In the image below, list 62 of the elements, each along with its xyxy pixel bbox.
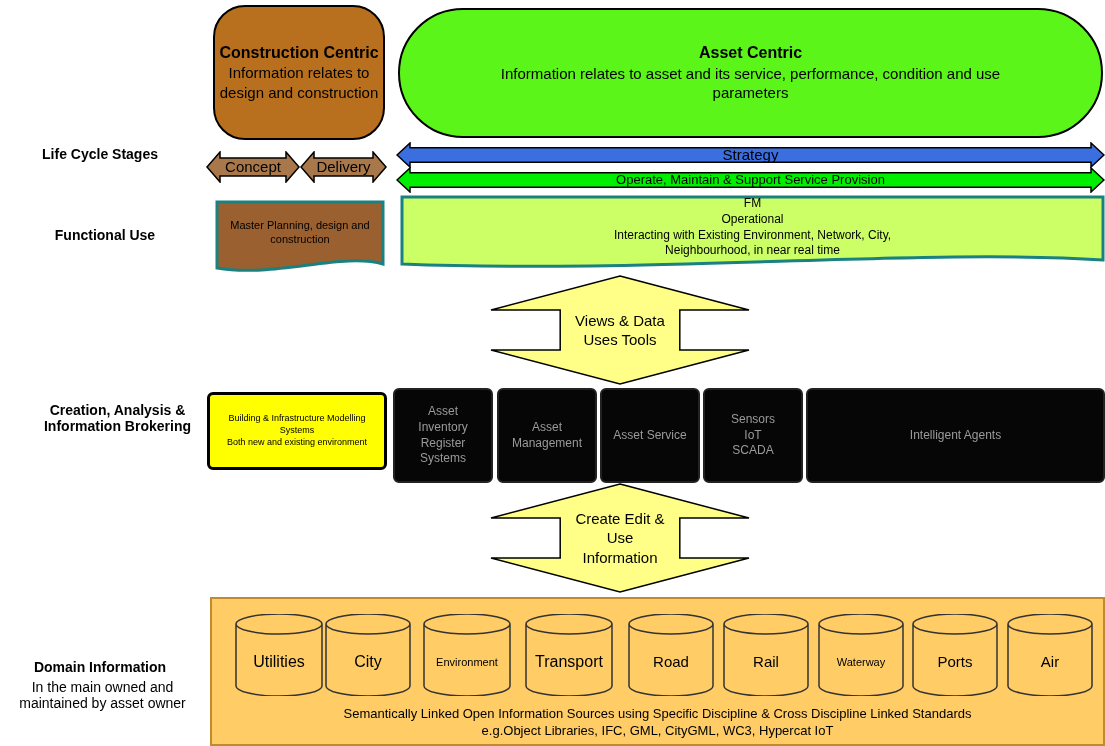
stage-banner [206, 151, 300, 183]
system-box [600, 388, 700, 483]
node-text: Sensors IoT SCADA [730, 412, 776, 459]
node-text: Interacting with Existing Environment, Network, City, Neighbourhood, in near real time [612, 227, 893, 259]
system-box [703, 388, 803, 483]
system-box [393, 388, 493, 483]
node-text: Environment [436, 654, 498, 670]
node-text: Intelligent Agents [909, 427, 1002, 444]
stage-banner [396, 167, 1105, 193]
node-text: Concept [225, 157, 281, 177]
row-label: Life Cycle Stages [41, 146, 159, 162]
cylinder [912, 614, 998, 696]
node-text: Air [1040, 652, 1060, 672]
node-text: Ports [937, 652, 973, 672]
node-text: Asset Inventory Register Systems [417, 404, 469, 467]
heading-text: Asset Centric [698, 43, 803, 64]
node-text: Utilities [253, 651, 305, 672]
node-text: Information relates to design and construction [218, 63, 380, 103]
node-text: Views & Data Uses Tools [575, 310, 665, 350]
node-text: Master Planning, design and construction [229, 217, 371, 247]
node-text: Waterway [836, 654, 886, 670]
node-text: FM [743, 196, 762, 212]
stage-banner [300, 151, 387, 183]
node-text: Building & Infrastructure Modelling Systems [227, 413, 367, 437]
node-text: Delivery [316, 157, 371, 177]
node-text: Transport [535, 651, 603, 672]
node-text: Operate, Maintain & Support Service Provision [616, 171, 885, 189]
cylinder [1007, 614, 1093, 696]
node-text: Semantically Linked Open Information Sources using Specific Discipline & Cross Discipline Linked Standards [343, 706, 972, 724]
cylinder [723, 614, 809, 696]
node-text: Information relates to asset and its service, performance, condition and use parameters [499, 63, 1002, 103]
system-box [207, 392, 387, 470]
cylinder [818, 614, 904, 696]
row-label: Creation, Analysis & Information Brokering [43, 402, 192, 434]
cylinder [525, 614, 613, 696]
node-text: Operational [721, 211, 784, 228]
row-label: Functional Use [53, 227, 157, 243]
node-text: Strategy [722, 145, 779, 165]
node-text: Road [653, 652, 689, 672]
row-label: In the main owned and maintained by asset owner [18, 679, 187, 711]
arrow-shaped-banner [490, 275, 750, 385]
node-text: e.g.Object Libraries, IFC, GML, CityGML, WC3, Hypercat IoT [481, 723, 834, 740]
cylinder [628, 614, 714, 696]
document-shape [400, 195, 1105, 270]
heading-text: Construction Centric [219, 42, 379, 63]
node-text: Rail [753, 652, 779, 672]
row-label: Domain Information [32, 659, 168, 675]
cylinder [423, 614, 511, 696]
cylinder [325, 614, 411, 696]
stage-banner [396, 142, 1105, 168]
document-shape [215, 200, 385, 274]
node-text: Asset Management [510, 419, 583, 452]
node-text: Create Edit & Use Information [575, 508, 665, 568]
node-text: Both new and existing environment [226, 436, 368, 449]
arrow-shaped-banner [490, 483, 750, 593]
node-text: Asset Service [613, 427, 687, 444]
system-box [497, 388, 597, 483]
rounded-box [213, 5, 385, 140]
system-box [806, 388, 1105, 483]
cylinder [235, 614, 323, 696]
node-text: City [354, 651, 382, 672]
domain-panel [210, 597, 1105, 746]
